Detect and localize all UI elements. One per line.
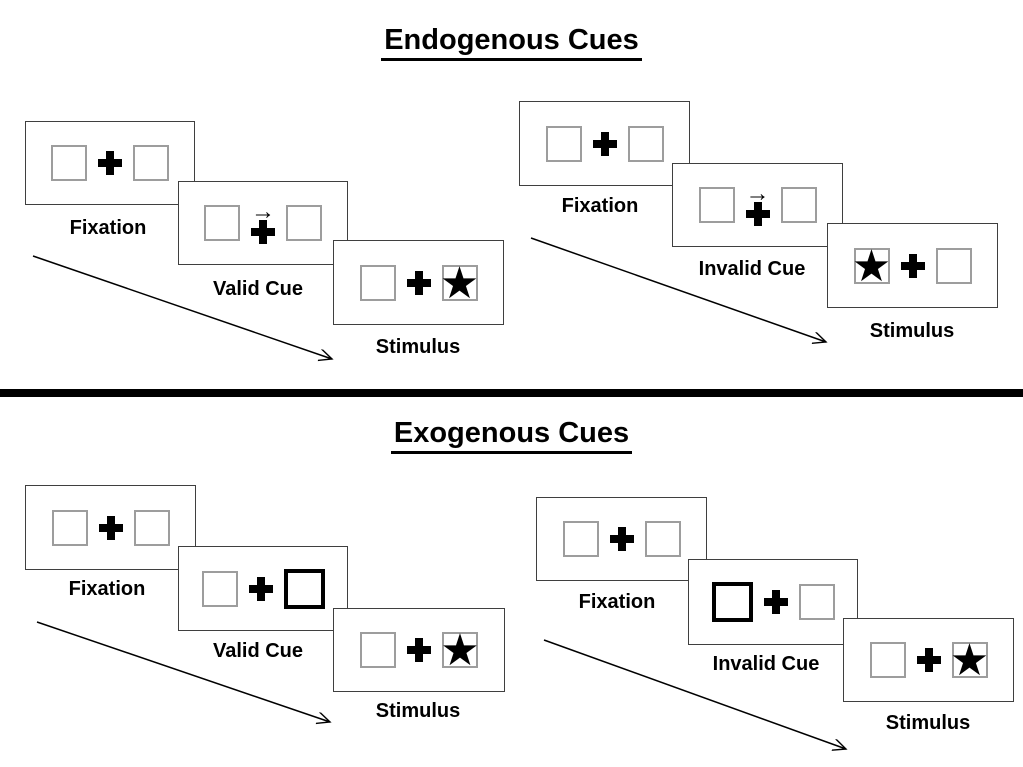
target-star-icon: ★: [439, 258, 480, 308]
time-arrow: [36, 621, 330, 722]
fixation-panel: [25, 121, 195, 205]
panel-label: Stimulus: [375, 336, 461, 358]
placeholder-box-right: [286, 205, 322, 241]
target-box-right: ★: [439, 258, 480, 308]
fixation-cross-icon: [763, 590, 788, 614]
placeholder-box-left: [545, 125, 582, 162]
fixation-panel: [25, 485, 196, 570]
placeholder-box-left: [562, 521, 599, 557]
placeholder-box-left: [51, 145, 87, 181]
placeholder-box-left: [698, 187, 735, 223]
placeholder-box-left: [51, 509, 88, 546]
section-title-text: Endogenous Cues: [381, 24, 642, 61]
stimulus-panel: ★: [333, 608, 505, 692]
cue-arrow-icon: →: [251, 197, 275, 225]
placeholder-box-right: [133, 145, 169, 181]
placeholder-box-right: [644, 521, 681, 557]
stimulus-panel: ★: [843, 618, 1014, 702]
section-divider: [0, 389, 1023, 397]
fixation-cross-icon: [98, 515, 123, 540]
target-box-right: ★: [949, 636, 990, 685]
placeholder-box-right: [798, 584, 835, 620]
fixation-cross-icon: [251, 219, 275, 244]
placeholder-box-left: [869, 642, 906, 678]
placeholder-box-left: [204, 205, 240, 241]
panel-label: Invalid Cue: [698, 258, 806, 280]
section-title-text: Exogenous Cues: [390, 417, 633, 454]
placeholder-box-right: [627, 125, 664, 162]
panel-label: Fixation: [561, 195, 639, 217]
panel-label: Fixation: [578, 591, 656, 613]
section-title-exogenous: Exogenous Cues: [0, 417, 1023, 454]
cue-arrow-icon: →: [745, 179, 770, 207]
fixation-panel: [519, 101, 690, 186]
fixation-cross-icon: [900, 253, 925, 278]
target-star-icon: ★: [851, 241, 892, 291]
panel-label: Stimulus: [869, 320, 955, 342]
cue-panel: →: [178, 181, 348, 265]
time-arrow: [530, 237, 826, 342]
target-box-left: ★: [851, 241, 892, 291]
placeholder-box-left: [201, 570, 238, 607]
cue-panel: →: [672, 163, 843, 247]
panel-label: Stimulus: [885, 712, 971, 734]
time-arrow: [32, 255, 332, 359]
cue-panel: [688, 559, 858, 645]
placeholder-box-left: [359, 264, 396, 301]
stimulus-panel: ★: [827, 223, 998, 308]
panel-label: Valid Cue: [212, 278, 304, 300]
placeholder-box-left: [360, 632, 396, 668]
cue-highlight-box-left: [711, 582, 753, 622]
section-title-endogenous: Endogenous Cues: [0, 24, 1023, 61]
fixation-cross-icon: [406, 270, 431, 295]
panel-label: Valid Cue: [212, 640, 304, 662]
fixation-cross-icon: [407, 638, 431, 662]
cue-panel: [178, 546, 348, 631]
central-cue: →: [251, 197, 275, 244]
fixation-cross-icon: [592, 131, 617, 156]
panel-label: Fixation: [69, 217, 147, 239]
fixation-panel: [536, 497, 707, 581]
target-star-icon: ★: [440, 626, 480, 675]
stimulus-panel: ★: [333, 240, 504, 325]
target-star-icon: ★: [949, 636, 990, 685]
central-cue: →: [745, 179, 770, 226]
cue-highlight-box-right: [283, 568, 325, 609]
fixation-cross-icon: [916, 648, 941, 672]
fixation-cross-icon: [98, 151, 122, 175]
placeholder-box-right: [133, 509, 170, 546]
placeholder-box-right: [780, 187, 817, 223]
fixation-cross-icon: [248, 576, 273, 601]
panel-label: Fixation: [68, 578, 146, 600]
fixation-cross-icon: [745, 201, 770, 226]
fixation-cross-icon: [609, 527, 634, 551]
target-box-right: ★: [440, 626, 480, 675]
panel-label: Invalid Cue: [712, 653, 820, 675]
placeholder-box-right: [935, 247, 972, 284]
panel-label: Stimulus: [375, 700, 461, 722]
